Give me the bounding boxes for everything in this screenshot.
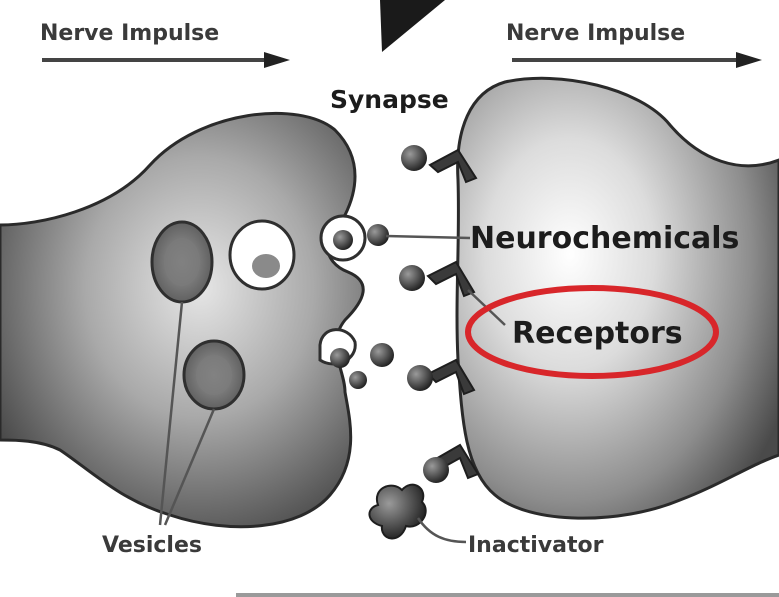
- vesicle-3: [184, 341, 244, 409]
- top-pointer-triangle: [380, 0, 445, 52]
- vesicle-1: [152, 222, 212, 302]
- neurochemical-molecule: [367, 224, 389, 246]
- nerve-impulse-label-left: Nerve Impulse: [40, 21, 219, 46]
- inactivator-label: Inactivator: [468, 533, 604, 558]
- vesicle-fusing-top: [321, 216, 365, 260]
- inactivator-enzyme: [369, 485, 425, 539]
- nerve-impulse-arrow-right: [512, 52, 762, 68]
- vesicles-label: Vesicles: [102, 533, 202, 558]
- inactivator-leader-line: [418, 518, 466, 542]
- nerve-impulse-arrow-left: [42, 52, 290, 68]
- vesicle-2: [230, 221, 294, 289]
- synapse-label: Synapse: [330, 85, 449, 114]
- neurochemical-molecule: [370, 343, 394, 367]
- presynaptic-neuron: [0, 113, 363, 526]
- nerve-impulse-label-right: Nerve Impulse: [506, 21, 685, 46]
- neurochemicals-label: Neurochemicals: [470, 221, 739, 256]
- receptors-label: Receptors: [512, 316, 683, 351]
